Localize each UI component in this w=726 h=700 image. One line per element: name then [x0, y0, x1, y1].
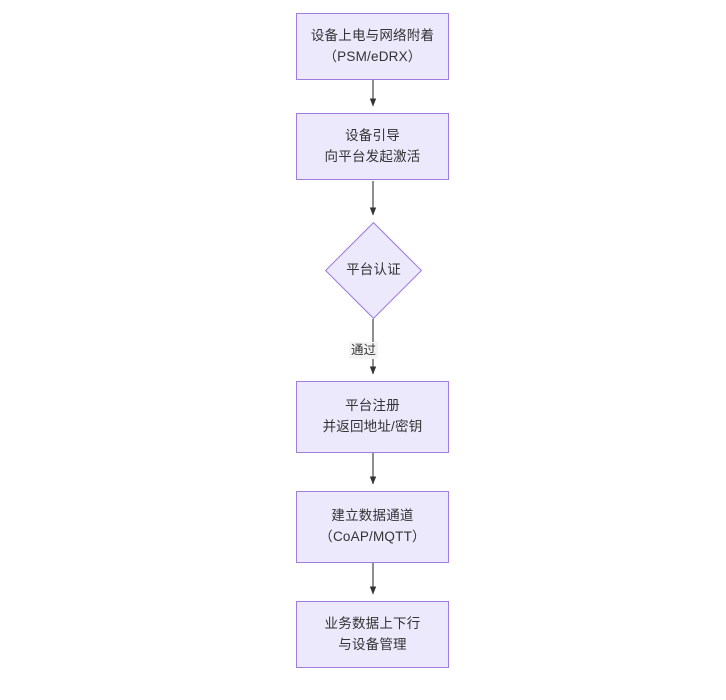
flow-node-label: 设备引导 向平台发起激活: [324, 127, 421, 164]
flow-node-label: 建立数据通道 （CoAP/MQTT）: [319, 508, 426, 544]
flow-node-device-bootstrap[interactable]: 设备引导 向平台发起激活: [296, 113, 449, 180]
flow-node-establish-data-channel[interactable]: 建立数据通道 （CoAP/MQTT）: [296, 491, 449, 563]
flow-node-label: 平台认证: [346, 262, 401, 278]
flow-node-label: 平台注册 并返回地址/密钥: [322, 398, 423, 434]
flow-node-label: 业务数据上下行 与设备管理: [324, 615, 421, 652]
diamond-shape-icon: [325, 222, 422, 319]
flow-node-platform-auth-decision[interactable]: 平台认证: [325, 222, 422, 319]
edge-label-pass: 通过: [349, 342, 379, 359]
flow-node-device-power-on[interactable]: 设备上电与网络附着 （PSM/eDRX）: [296, 13, 449, 80]
flow-node-label: 设备上电与网络附着 （PSM/eDRX）: [310, 27, 435, 64]
flow-node-platform-register[interactable]: 平台注册 并返回地址/密钥: [296, 381, 449, 453]
flow-node-business-data-and-device-management[interactable]: 业务数据上下行 与设备管理: [296, 601, 449, 668]
